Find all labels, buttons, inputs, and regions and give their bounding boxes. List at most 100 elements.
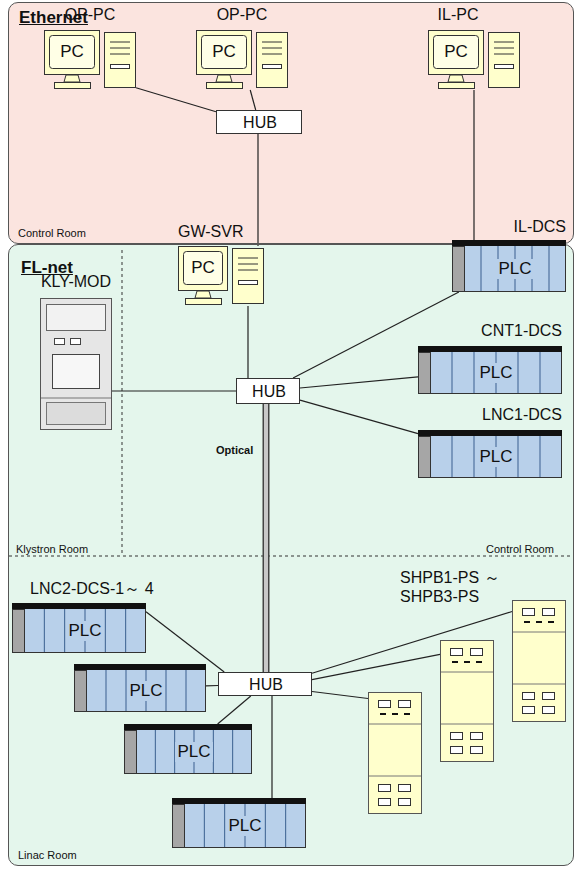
plc-body: [453, 241, 566, 292]
pc-box: OP-PCPC: [44, 30, 136, 90]
plc-rack: PLC: [74, 664, 206, 712]
cabinet-body: [41, 299, 112, 430]
pc-tower: [233, 249, 264, 304]
plc-module-line: [452, 436, 453, 477]
ethernet-ground: [9, 3, 574, 244]
node-name: IL-DCS: [514, 218, 566, 235]
monitor-screen: [202, 36, 247, 69]
pc-tower: [489, 33, 520, 88]
node-body-holder: PLC: [24, 609, 146, 653]
network-cable: [146, 612, 224, 672]
room-label: Control Room: [486, 543, 554, 555]
node-heading-holder: LNC1-DCS: [378, 405, 562, 424]
hub-box: HUB: [236, 378, 300, 404]
region-title-holder: Ethernet: [19, 8, 88, 28]
network-cable: [136, 88, 216, 112]
power-supply-cabinet: SHPB1-PS ～ SHPB3-PS: [512, 600, 566, 722]
network-cable: [258, 134, 259, 246]
ps-seam: [513, 632, 565, 633]
tower-slot: [262, 54, 282, 55]
region-title-holder: FL-net: [21, 258, 73, 278]
ps-dash: [404, 713, 410, 715]
power-supply-cabinet-drawing: [368, 692, 422, 814]
node-name: CNT1-DCS: [481, 322, 562, 339]
power-supply-cabinet: [440, 640, 494, 762]
plc-module-line: [540, 352, 541, 393]
node-body-holder: PLC: [430, 436, 562, 478]
network-cable: [248, 306, 249, 378]
plc-module-line: [518, 436, 519, 477]
plc-top-bar: [172, 798, 306, 804]
node-body-holder: PC: [49, 35, 95, 69]
ps-seam: [513, 684, 565, 685]
plc-module-line: [166, 670, 167, 711]
ps-seam: [369, 724, 421, 725]
monitor-frame: [429, 31, 484, 75]
room-label-holder: Klystron Room: [16, 539, 88, 557]
network-region: OP-PCPCOP-PCPCIL-PCPCHUBEthernet: [8, 2, 574, 244]
ps-meter: [399, 701, 411, 708]
plc-module-line: [213, 730, 214, 773]
cable-line: [271, 696, 272, 798]
plc-top-bar: [124, 724, 252, 730]
tower-drive: [495, 65, 514, 69]
ps-switch: [399, 785, 411, 792]
network-cable: [300, 400, 418, 433]
ps-seam: [369, 776, 421, 777]
cable-line: [312, 692, 368, 699]
plc-module-line: [518, 352, 519, 393]
cable-line: [206, 685, 218, 687]
monitor-frame: [179, 247, 228, 291]
room-label: Klystron Room: [16, 543, 88, 555]
cabinet-window: [53, 355, 100, 389]
ps-switch: [451, 733, 463, 740]
pc-box: IL-PCPC: [428, 30, 520, 90]
plc-module-line: [64, 609, 65, 652]
monitor-base: [207, 83, 243, 89]
node-heading-holder: GW-SVR: [178, 222, 278, 241]
node-body-holder: PLC: [136, 730, 252, 774]
plc-module-line: [125, 609, 126, 652]
optical-link: [266, 404, 267, 672]
ps-seam: [441, 672, 493, 673]
ps-switch: [399, 799, 411, 806]
ps-switch: [471, 733, 483, 740]
plc-power-module: [419, 437, 431, 478]
plc-module-line: [155, 730, 156, 773]
plc-module-line: [474, 436, 475, 477]
network-cable: [272, 696, 273, 798]
plc-module-line: [285, 804, 286, 847]
device-label: PLC: [477, 447, 514, 467]
node-heading-holder: IL-PC: [428, 5, 488, 24]
tower-slot: [262, 42, 282, 43]
ps-seam: [441, 724, 493, 725]
monitor-screen: [434, 36, 479, 69]
device-label: PLC: [477, 363, 514, 383]
tower-slot: [494, 54, 514, 55]
device-label: HUB: [249, 676, 283, 694]
ps-dash: [536, 621, 542, 623]
cable-line: [250, 90, 255, 110]
tower-slot: [494, 48, 514, 49]
node-name: GW-SVR: [178, 223, 243, 240]
plc-rack: LNC1-DCSPLC: [418, 430, 562, 478]
ps-dash: [464, 661, 470, 663]
room-divider: [122, 250, 123, 556]
network-cable: [312, 692, 368, 699]
ps-meter: [471, 649, 483, 656]
plc-power-module: [173, 805, 185, 848]
klystron-modulator-drawing: [40, 298, 112, 430]
monitor-base: [186, 299, 222, 305]
network-cable: [300, 377, 418, 388]
cable-line: [300, 400, 418, 433]
plc-module-line: [105, 609, 106, 652]
plc-module-line: [474, 352, 475, 393]
plc-body: [173, 799, 306, 848]
network-cable: [206, 685, 218, 686]
cable-line: [136, 88, 216, 112]
cabinet-top-panel: [47, 305, 106, 331]
plc-rack: PLC: [172, 798, 306, 848]
plc-power-module: [125, 731, 137, 774]
ps-switch: [543, 693, 555, 700]
node-heading-holder: LNC2-DCS-1～ 4: [30, 579, 230, 598]
